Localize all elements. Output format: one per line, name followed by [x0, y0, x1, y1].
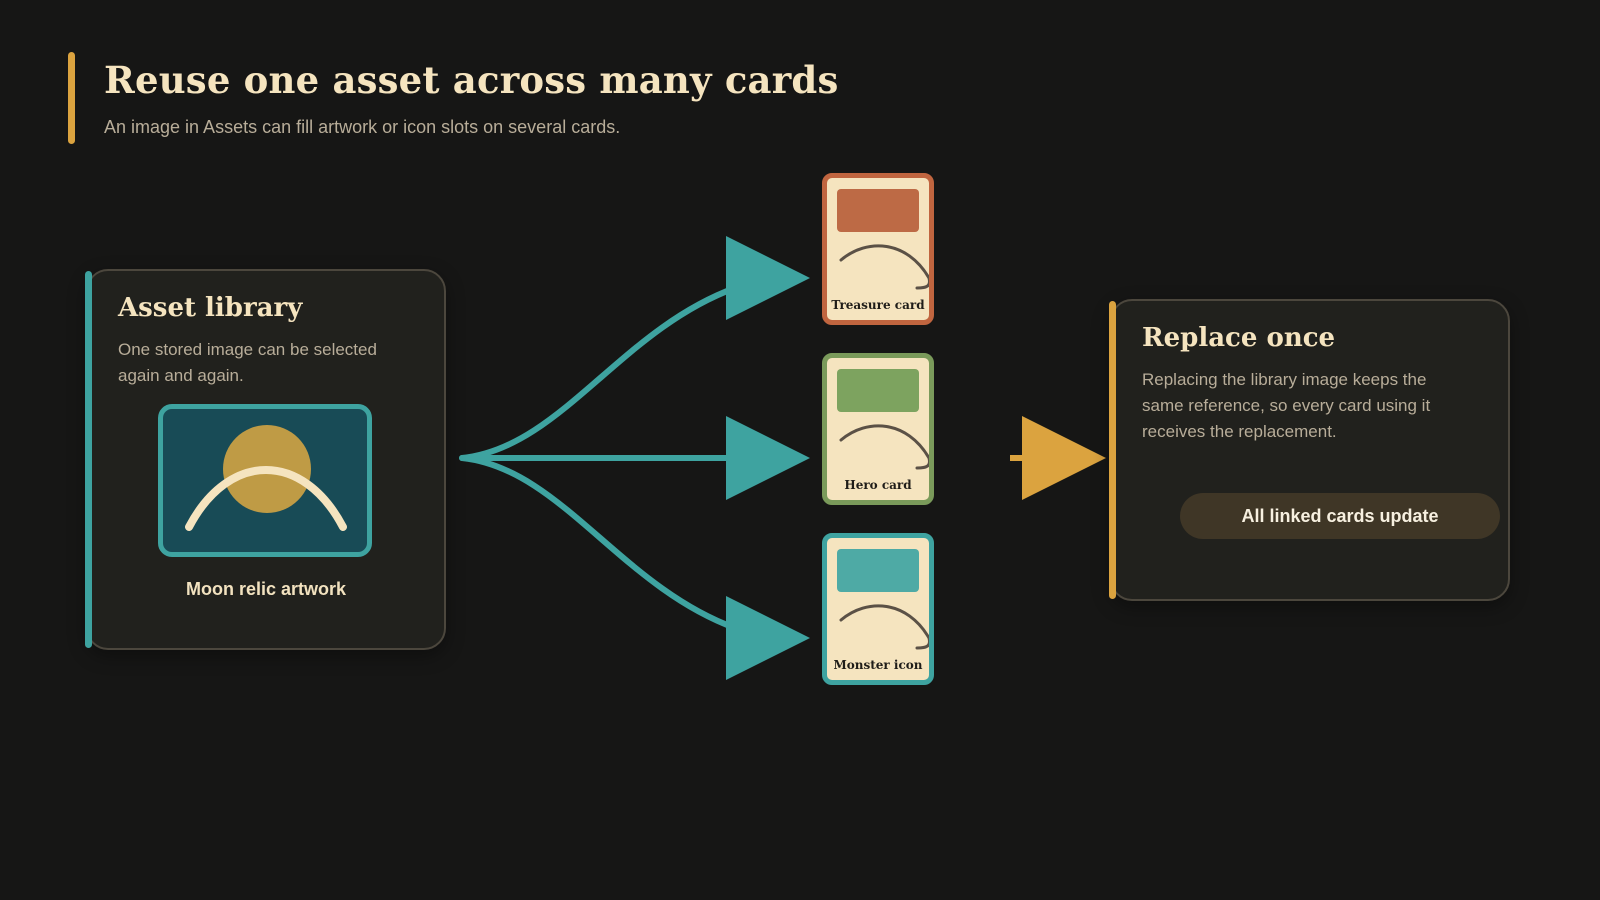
- moon-relic-icon: [185, 425, 347, 531]
- replace-panel-accent-bar: [1109, 301, 1116, 599]
- page-title: Reuse one asset across many cards: [104, 58, 839, 102]
- all-linked-cards-update-button[interactable]: All linked cards update: [1180, 493, 1500, 539]
- treasure-card-label: Treasure card: [831, 298, 925, 312]
- hero-card-label: Hero card: [844, 478, 912, 492]
- monster-card-label: Monster icon: [833, 658, 923, 672]
- connector-to-treasure-card: [459, 285, 738, 461]
- asset-caption: Moon relic artwork: [185, 579, 347, 599]
- treasure-card[interactable]: Treasure card: [822, 173, 934, 325]
- asset-library-panel: Asset library One stored image can be se…: [85, 269, 446, 650]
- monster-card-arc-icon: [839, 604, 929, 650]
- asset-panel-accent-bar: [85, 271, 92, 648]
- monster-card-icon-slot: [837, 549, 919, 592]
- arrowhead-replace-panel: [1022, 416, 1106, 500]
- hero-card-arc-icon: [839, 424, 929, 470]
- treasure-card-arc-icon: [839, 244, 929, 290]
- asset-library-description: One stored image can be selected again a…: [118, 340, 377, 385]
- hero-card-artwork-slot: [837, 369, 919, 412]
- treasure-card-artwork-slot: [837, 189, 919, 232]
- page-subtitle: An image in Assets can fill artwork or i…: [104, 117, 621, 137]
- replace-once-heading: Replace once: [1142, 323, 1336, 353]
- replace-once-panel: Replace once Replacing the library image…: [1109, 299, 1510, 601]
- title-accent-bar: [68, 52, 75, 144]
- replace-once-description: Replacing the library image keeps the sa…: [1142, 370, 1431, 441]
- arrowhead-treasure-card: [726, 236, 810, 320]
- monster-icon-card[interactable]: Monster icon: [822, 533, 934, 685]
- asset-library-heading: Asset library: [118, 293, 303, 323]
- arrowhead-monster-card: [726, 596, 810, 680]
- moon-relic-thumbnail[interactable]: [158, 404, 372, 557]
- connector-to-monster-card: [459, 455, 738, 631]
- hero-card[interactable]: Hero card: [822, 353, 934, 505]
- arrowhead-hero-card: [726, 416, 810, 500]
